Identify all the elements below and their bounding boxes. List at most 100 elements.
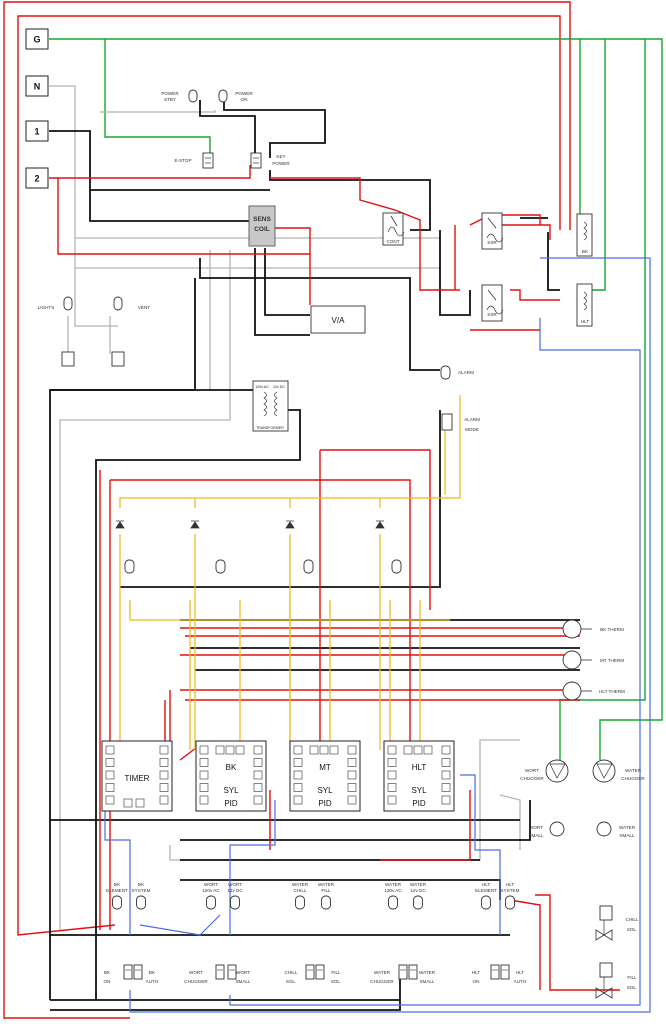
wire-line1-i: [50, 800, 531, 900]
va-meter: V/A: [310, 305, 366, 334]
wort-small-label-1: WORT: [529, 825, 543, 830]
wire-ground-4: [559, 39, 646, 760]
indicator-lamp-label: WORT: [228, 882, 242, 887]
selector-switch: [305, 964, 315, 980]
indicator-lamp: [206, 895, 216, 910]
indicator-lamp-label: HLT: [506, 882, 515, 887]
power-on-label-2: ON: [241, 97, 248, 102]
terminal-nodes: G N 1 2: [25, 28, 49, 189]
bk-therm-label: BK THERM: [600, 627, 624, 632]
indicator-lamp-label: WATER: [292, 882, 309, 887]
wire-neutral-4: [59, 250, 231, 930]
node-2: 2: [34, 174, 39, 184]
transformer-in-label: 120v AC: [255, 385, 269, 389]
selector-switch-label: WATER: [374, 970, 391, 975]
sens-coil-label-1: SENS: [253, 216, 271, 223]
transformer-label: TRANSFORMER: [256, 426, 284, 430]
indicator-lamp-label: WORT: [204, 882, 218, 887]
hlt-pid-line3: PID: [412, 799, 426, 808]
power-stby-label-1: POWER: [161, 91, 179, 96]
selector-switch-label: ON: [473, 979, 480, 984]
indicator-lamp-label: 120v AC: [202, 888, 220, 893]
mt-therm-label: MT THERM: [600, 658, 624, 663]
indicator-lamp-label: FILL: [321, 888, 331, 893]
selector-switch-label: BK: [104, 970, 111, 975]
indicator-lamp-label: WATER: [385, 882, 402, 887]
transformer: 120v AC 12v DC TRANSFORMER: [252, 380, 289, 432]
indicator-lamp-label: SYSTEM: [132, 888, 151, 893]
wire-line2-g: [99, 470, 171, 930]
selector-switch-label: SMALL: [419, 979, 435, 984]
pumps: WORT CHUGGER WATER CHUGGER WORT SMALL WA…: [520, 759, 645, 838]
wire-signal-3: [129, 600, 450, 750]
selector-switch-label: WORT: [236, 970, 250, 975]
wire-line2-b: [270, 177, 460, 291]
wire-line1-h: [120, 410, 580, 671]
selector-switch-label: WORT: [189, 970, 203, 975]
wire-12v-3: [104, 800, 276, 935]
diode-4: [375, 520, 385, 529]
hlt-therm-label: HLT THERM: [599, 689, 625, 694]
bk-pid-line2: SYL: [223, 786, 239, 795]
indicator-lamp: [112, 895, 122, 910]
selector-switch: [398, 964, 408, 980]
indicator-lamp: [136, 895, 146, 910]
selector-switch-label: BK: [149, 970, 156, 975]
mt-therm-probe: [562, 650, 582, 670]
wire-line1-k: [409, 217, 560, 371]
bk-therm-probe: [562, 619, 582, 639]
ssr-hlt: SSR: [481, 284, 504, 322]
mt-pid-line2: SYL: [317, 786, 333, 795]
lights-switch: [61, 351, 75, 367]
selector-switch: [133, 964, 143, 980]
indicator-lamp-label: HLT: [482, 882, 491, 887]
wire-ground: [49, 38, 663, 760]
fill-sol-label-2: SOL.: [627, 985, 637, 990]
timer-label: TIMER: [125, 774, 150, 783]
wire-line1-b: [199, 100, 326, 158]
indicator-lamp-label: 12v DC: [410, 888, 426, 893]
selector-switch-label: FILL: [331, 970, 341, 975]
selector-switch-label: HLT: [472, 970, 481, 975]
indicator-lamp-label: 120v AC: [384, 888, 402, 893]
wire-ground-2: [104, 39, 211, 158]
lights-lamp: [63, 296, 73, 311]
wire-12v-4: [139, 774, 501, 936]
hlt-therm-probe: [562, 681, 582, 701]
selector-switch-label: HLT: [516, 970, 525, 975]
bk-element: BK: [576, 213, 593, 257]
selector-switch-label: CHILL: [284, 970, 297, 975]
wire-line2-e: [110, 449, 431, 760]
wire-signal-2: [119, 534, 381, 750]
selector-switch-label: AUTO: [514, 979, 527, 984]
estop-label: E-STOP: [174, 158, 191, 163]
wire-12v-2: [229, 318, 641, 1006]
wire-signal: [119, 395, 461, 508]
wire-line2: [49, 165, 310, 255]
power-on-lamp: [218, 89, 228, 103]
wort-chugger-label-1: WORT: [525, 768, 539, 773]
mt-pid-label: MT: [319, 763, 331, 772]
transformer-out-label: 12v DC: [273, 385, 285, 389]
indicator-lamp: [295, 895, 305, 910]
fill-sol-label-1: FILL: [627, 975, 637, 980]
wort-small-label-2: SMALL: [528, 833, 544, 838]
wire-line2-i: [509, 894, 620, 991]
indicator-lamp: [388, 895, 398, 910]
indicator-lamp: [505, 895, 515, 910]
indicator-lamp: [230, 895, 240, 910]
hlt-element-label: HLT: [581, 319, 590, 324]
wort-chugger-label-2: CHUGGER: [520, 776, 544, 781]
selector-switch: [490, 964, 500, 980]
selector-switch-label: SOL.: [286, 979, 296, 984]
wire-line1-e: [439, 230, 471, 316]
indicator-lamp-label: WATER: [318, 882, 335, 887]
indicator-lamp-label: ELEMENT: [475, 888, 497, 893]
indicator-lamp-label: BK: [138, 882, 145, 887]
relay-lamps: [124, 559, 402, 574]
power-indicators: POWER STBY POWER ON: [161, 89, 253, 103]
node-1: 1: [34, 127, 39, 137]
selector-switches: BKONBKAUTOWORTCHUGGERWORTSMALLCHILLSOL.F…: [104, 964, 527, 984]
wire-line1-g: [50, 389, 301, 1000]
